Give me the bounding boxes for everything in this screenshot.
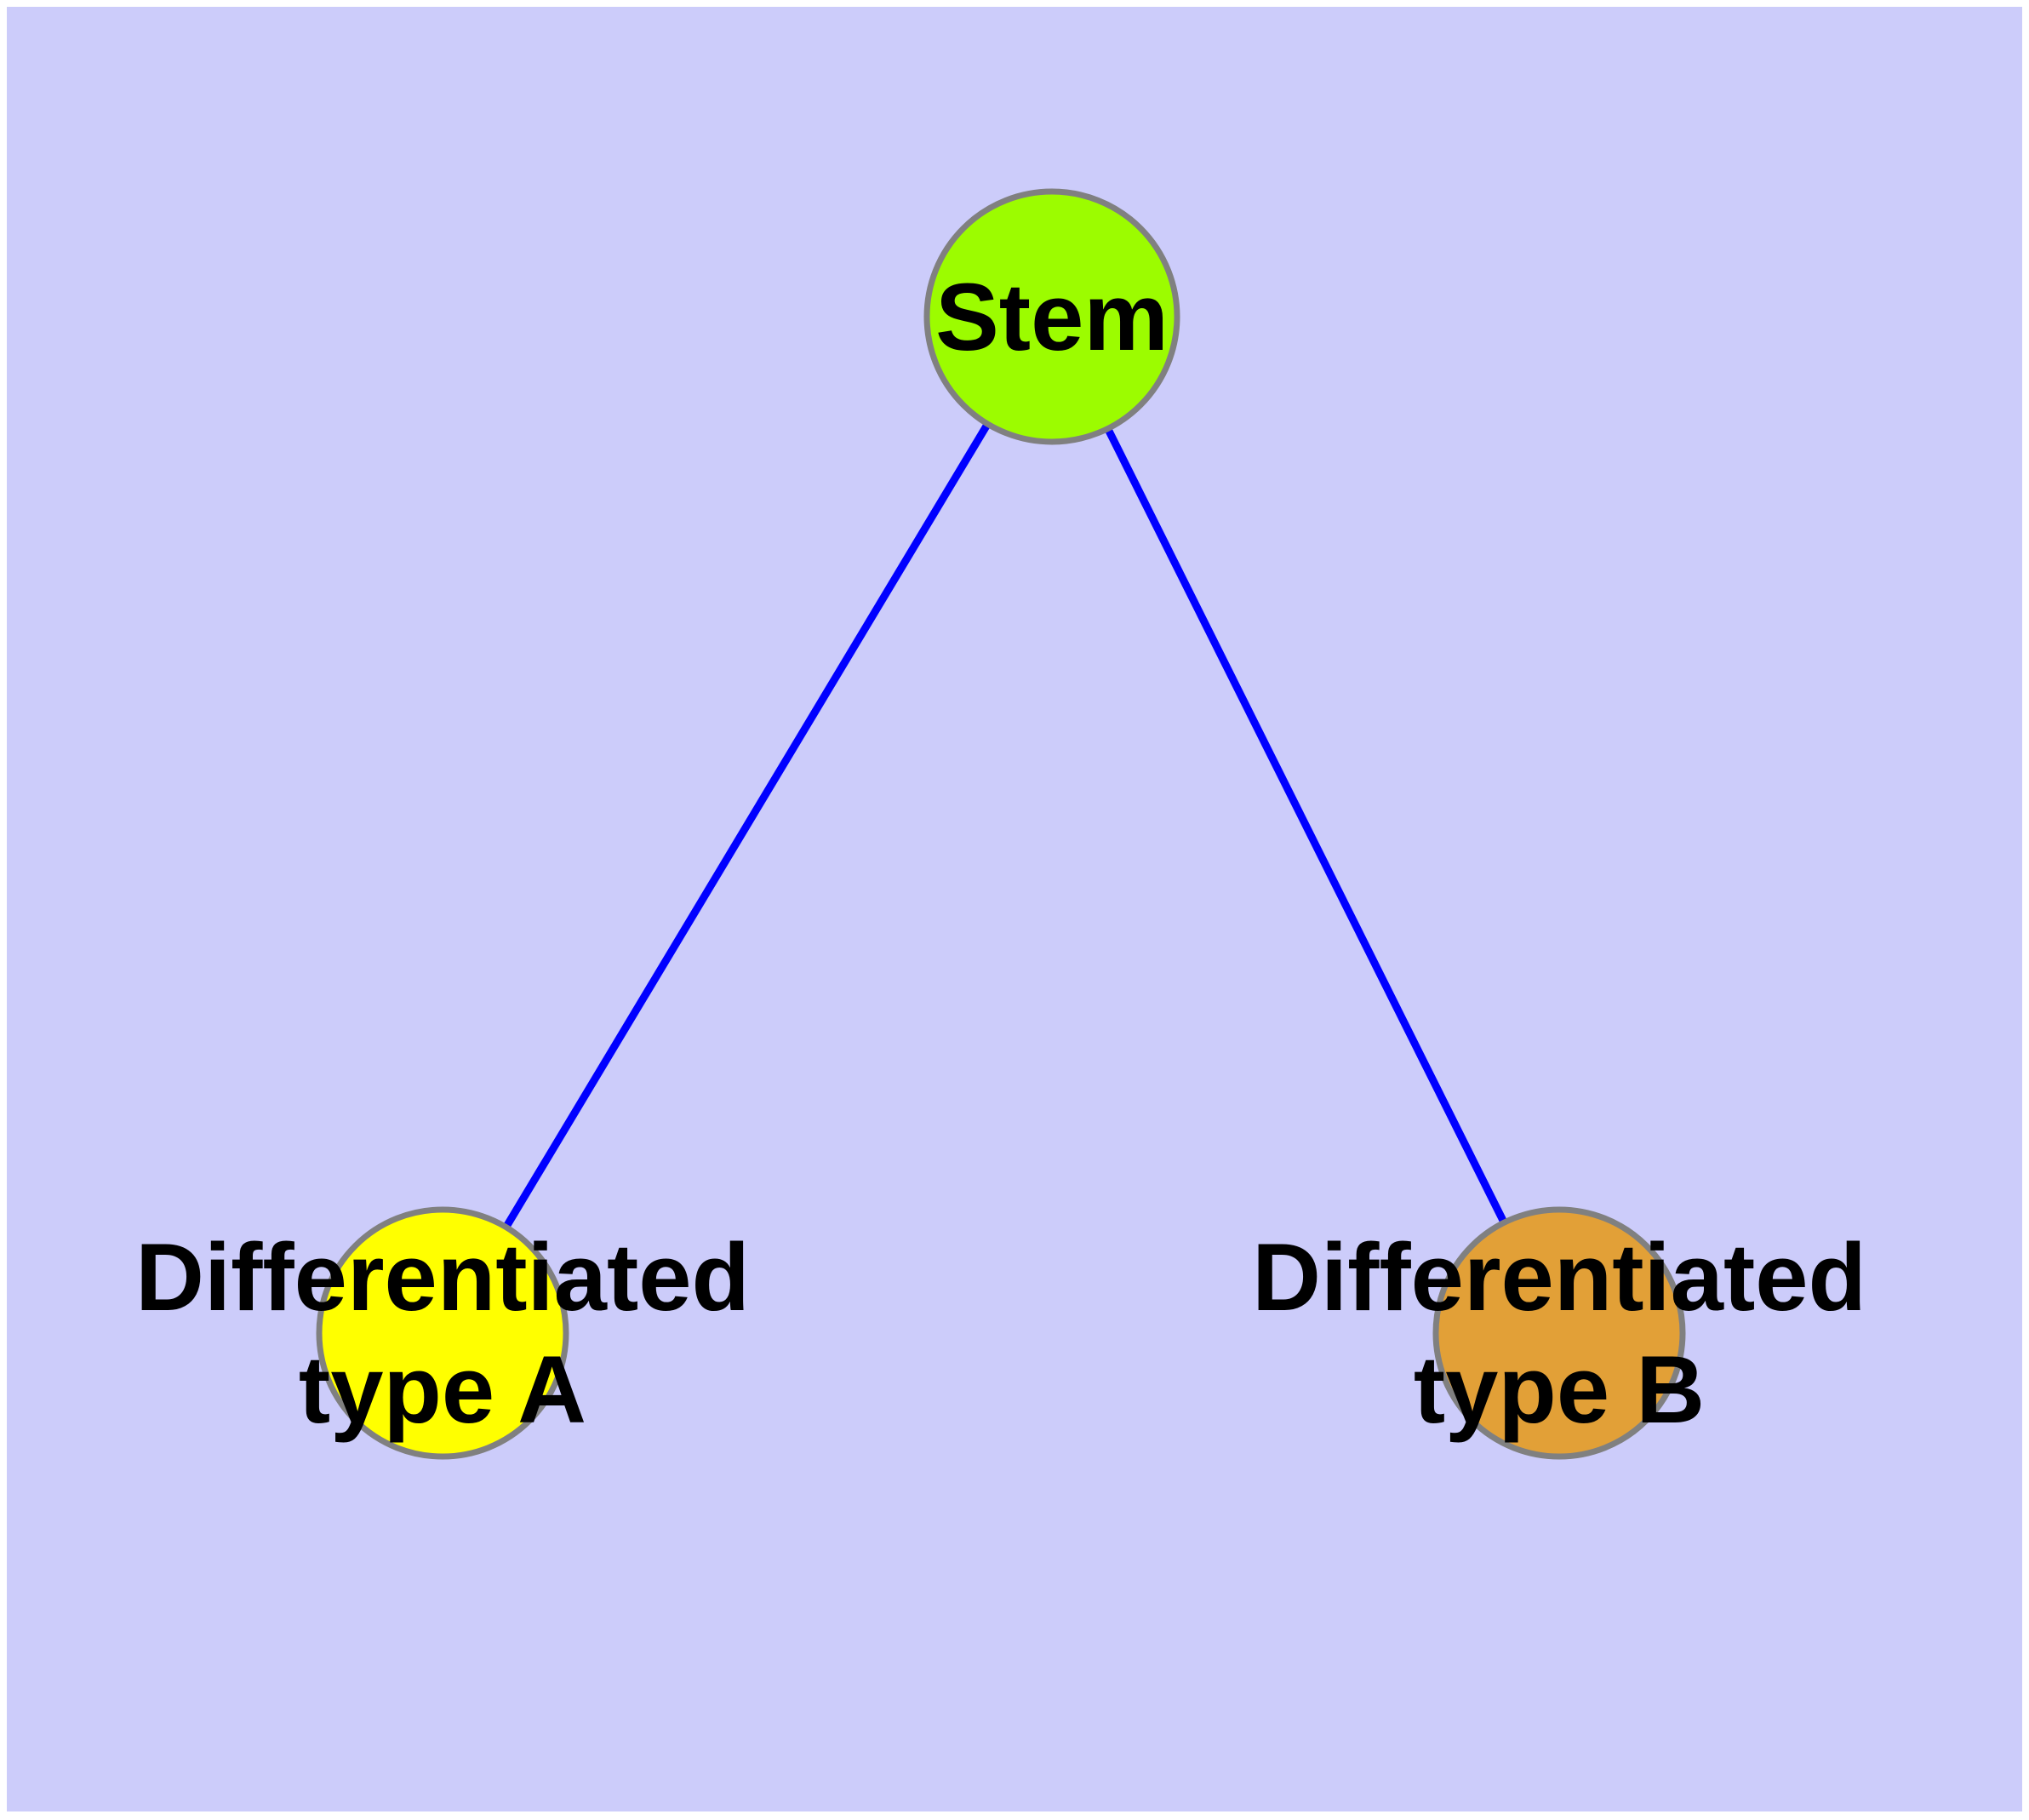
label-line: type B (1414, 1336, 1705, 1443)
nodes-layer (316, 188, 1686, 1460)
graph-node-stem[interactable] (923, 188, 1180, 445)
graph-node-label-stem: Stem (935, 264, 1169, 370)
graph-node-diff_a[interactable] (316, 1206, 569, 1460)
label-line: Stem (935, 264, 1169, 370)
graph-edge-stem-diff_b (1048, 314, 1563, 1336)
graph-node-diff_b[interactable] (1432, 1206, 1686, 1460)
label-line: type A (299, 1336, 586, 1443)
label-line: Differentiated (1252, 1224, 1866, 1331)
label-line: Differentiated (135, 1224, 750, 1331)
graph-edge-stem-diff_a (439, 314, 1055, 1336)
edges-layer (439, 314, 1563, 1336)
